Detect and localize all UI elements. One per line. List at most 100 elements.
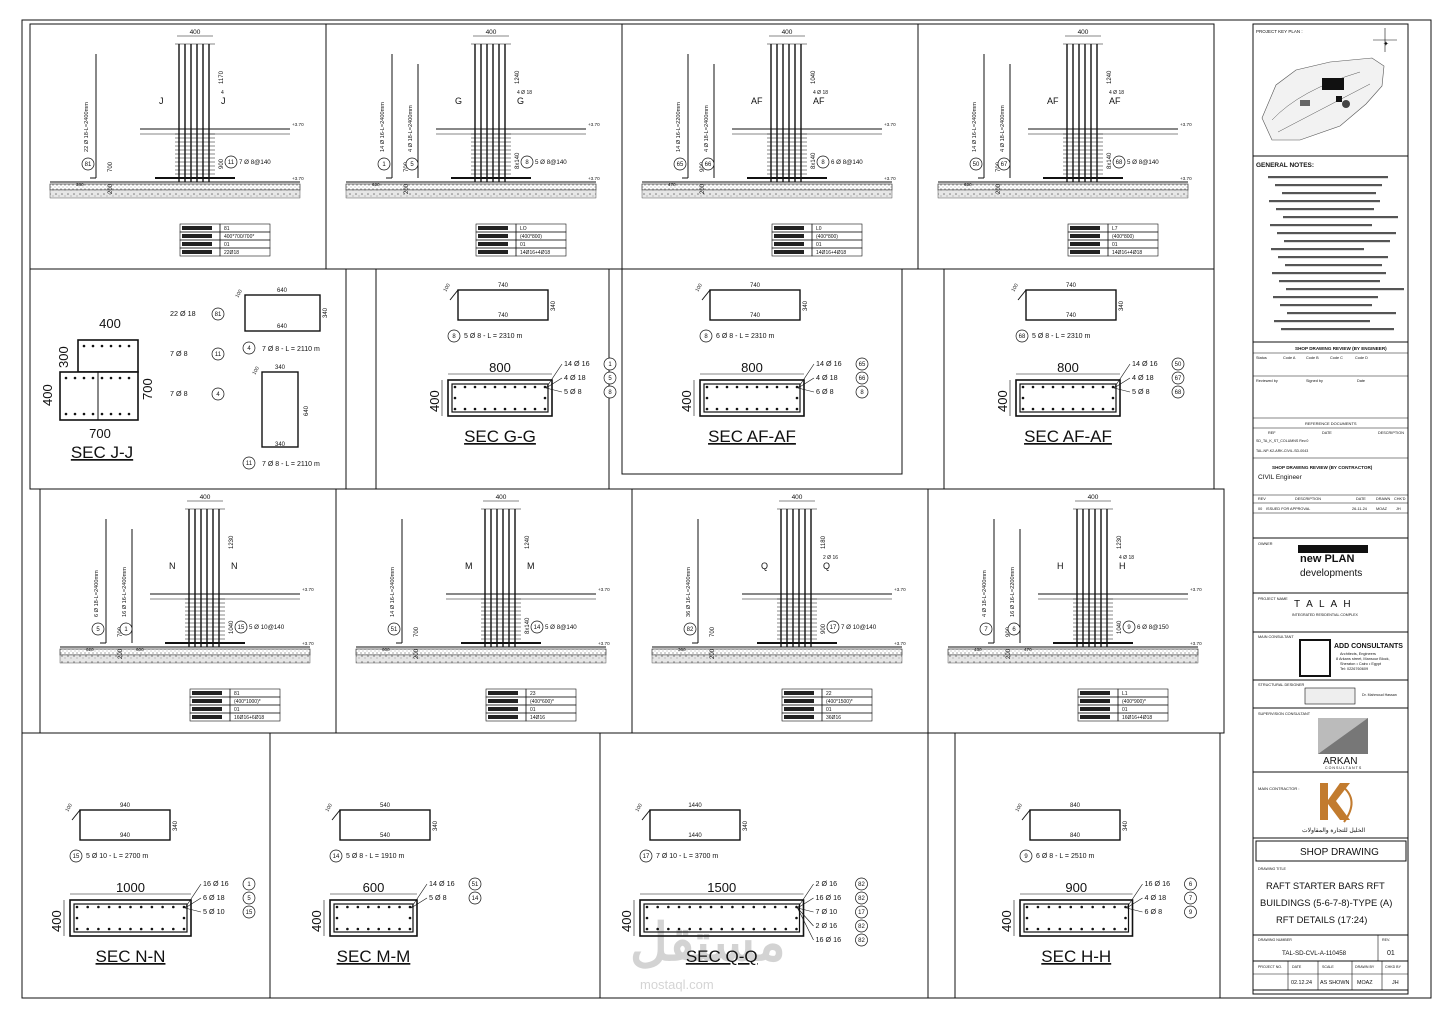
bar-dot — [1102, 927, 1105, 931]
drawing-title-line-3: RFT DETAILS (17:24) — [1276, 914, 1367, 925]
svg-text:ADD CONSULTANTS: ADD CONSULTANTS — [1334, 643, 1403, 650]
svg-text:REF: REF — [1268, 431, 1276, 435]
shape-height: 340 — [1119, 300, 1125, 311]
shape-no — [447, 329, 461, 343]
bar-dot — [1071, 407, 1075, 411]
shape-caption: 6 Ø 8 - L = 2310 m — [716, 333, 774, 340]
bar-mark-number: 9 — [1189, 910, 1193, 916]
svg-text:DRAWING NUMBER: DRAWING NUMBER — [1258, 938, 1292, 942]
side-dim: 600 — [382, 647, 390, 652]
bar-dot — [709, 927, 713, 931]
general-notes-label: GENERAL NOTES: — [1256, 162, 1314, 169]
callout-no — [242, 905, 256, 919]
bar-dot — [1102, 905, 1105, 909]
bending-hook — [641, 809, 651, 821]
section-title: SEC AF-AF — [1024, 427, 1112, 446]
callout-leader — [1113, 363, 1131, 389]
bar-dot — [1091, 385, 1095, 389]
bar-mark-number: 65 — [677, 162, 684, 168]
callout-leader — [1113, 377, 1131, 389]
bar-dot — [75, 905, 79, 909]
svg-text:REV.: REV. — [1382, 938, 1390, 942]
bar-dot — [82, 412, 86, 416]
bar-mark-number: 11 — [228, 160, 235, 166]
table-header-mark — [192, 715, 222, 719]
bar-dot — [1091, 407, 1095, 411]
shape-height: 340 — [551, 300, 557, 311]
callout-no — [855, 919, 868, 933]
shape-width-bottom: 740 — [1066, 313, 1077, 319]
section-stirrup — [1023, 903, 1130, 933]
bar-mark-number: 82 — [858, 896, 865, 902]
shape-width-bottom: 1440 — [688, 833, 702, 839]
table-cell — [219, 247, 271, 257]
bar-dot — [86, 905, 89, 909]
bar-dot — [107, 927, 111, 931]
table-value: 23 — [530, 691, 536, 697]
bar-dot — [752, 927, 756, 931]
shape-caption: 5 Ø 8 - L = 2310 m — [1032, 333, 1090, 340]
bar-dot — [1081, 385, 1085, 389]
bar-dot — [408, 927, 412, 931]
bar-mark-number: 51 — [391, 627, 398, 633]
bar-dot — [129, 905, 132, 909]
shape-height: 340 — [433, 820, 439, 831]
bar-dot — [784, 927, 788, 931]
section-cut-right: J — [221, 96, 226, 106]
level-mark: +3.70 — [302, 641, 314, 646]
section-width-dim: 1500 — [707, 880, 736, 895]
dim-a: 1180 — [821, 535, 827, 549]
bar-dot — [523, 385, 527, 389]
dim-a: 1240 — [525, 535, 531, 549]
bar-dot — [408, 905, 412, 909]
note-line — [1271, 248, 1364, 251]
bar-mark-number: 82 — [858, 882, 865, 888]
svg-text:SUPERVISION CONSULTANT: SUPERVISION CONSULTANT — [1258, 712, 1311, 716]
bar-mark-number: 50 — [1175, 362, 1182, 368]
bar-dot — [1041, 407, 1045, 411]
note-line — [1268, 176, 1388, 179]
bar-dot — [1071, 385, 1075, 389]
side-dim: 470 — [668, 182, 676, 187]
bar-mark-number: 14 — [534, 625, 541, 631]
note-line — [1284, 240, 1390, 243]
bar-dot — [731, 905, 734, 909]
shape-a-caption: 7 Ø 8 - L = 2110 m — [262, 346, 320, 353]
bar-dot — [1036, 905, 1040, 909]
bar-mark-number: 66 — [705, 162, 712, 168]
bar-dot — [1113, 905, 1116, 909]
bar-dot — [677, 905, 681, 909]
bar-mark-number: 14 — [472, 896, 479, 902]
table-value: (400*1500)* — [826, 699, 853, 705]
table-value: (400*800) — [1112, 234, 1134, 240]
bar-dot — [763, 905, 766, 909]
bar-dot — [795, 396, 799, 400]
bar-dot — [493, 407, 497, 411]
section-outline — [699, 379, 805, 417]
dim-d: 200 — [996, 183, 1002, 194]
bar-dot — [118, 344, 122, 348]
table-value: 22 — [826, 691, 832, 697]
vertical-bar-label: 14 Ø 16-L=2400mm — [972, 102, 978, 152]
bar-dot — [720, 927, 724, 931]
bar-mark-number: 6 — [1189, 882, 1193, 888]
bar-dot — [1031, 407, 1035, 411]
callout-text: 22 Ø 18 — [170, 309, 196, 318]
table-value: (400*800) — [816, 234, 838, 240]
table-value: L1 — [1122, 691, 1128, 697]
bar-dot — [1021, 396, 1025, 400]
soil-layer — [355, 654, 607, 664]
callout-leader — [1126, 883, 1143, 909]
bar-mark-number: 15 — [73, 854, 80, 860]
shape-no — [1015, 329, 1029, 343]
raft-hatch — [345, 183, 597, 191]
vertical-bar-no — [683, 622, 697, 636]
shape-caption: 5 Ø 8 - L = 1910 m — [346, 853, 404, 860]
dim-inner: 400 — [1078, 29, 1089, 36]
